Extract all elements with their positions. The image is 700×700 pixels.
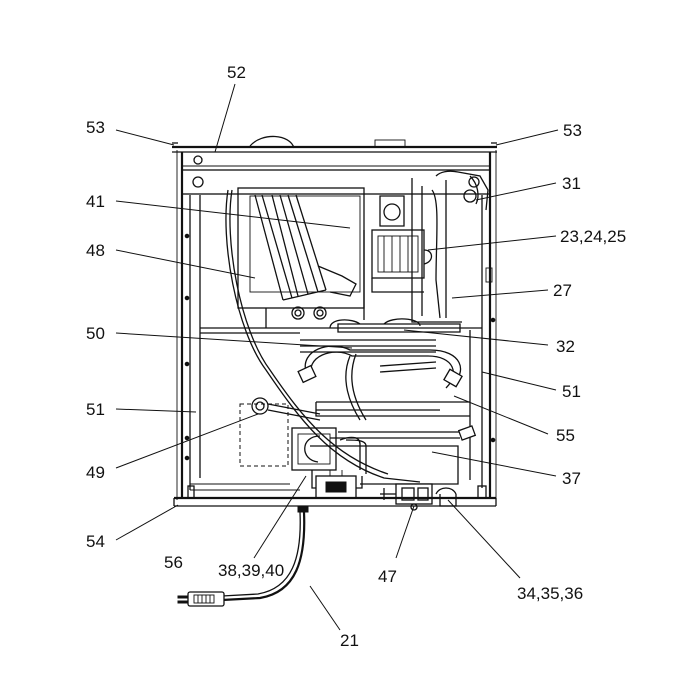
left-side-panel	[176, 150, 201, 500]
callout-47: 47	[378, 567, 397, 586]
callout-38-39-40: 38,39,40	[218, 561, 285, 580]
dashed-module	[239, 397, 321, 467]
callout-51-right: 51	[562, 382, 581, 401]
callout-23-24-25: 23,24,25	[560, 227, 627, 246]
callout-21: 21	[340, 631, 359, 650]
callout-52: 52	[227, 63, 246, 82]
callout-50: 50	[86, 324, 105, 343]
blower-assembly	[371, 170, 489, 323]
right-side-panel	[469, 150, 497, 500]
leader-lines	[115, 83, 559, 631]
callout-55: 55	[556, 426, 575, 445]
upper-housing	[237, 187, 365, 328]
top-rail	[172, 139, 497, 195]
callout-32: 32	[556, 337, 575, 356]
callout-37: 37	[562, 469, 581, 488]
callout-49: 49	[86, 463, 105, 482]
callout-54: 54	[86, 532, 105, 551]
callout-27: 27	[553, 281, 572, 300]
callout-56: 56	[164, 553, 183, 572]
callout-53-left: 53	[86, 118, 105, 137]
cold-plate	[300, 318, 461, 353]
callout-53-right: 53	[563, 121, 582, 140]
tubing	[297, 345, 470, 421]
callout-48: 48	[86, 241, 105, 260]
power-cord-external	[177, 511, 306, 607]
base-rail	[173, 483, 497, 513]
power-cord-route	[225, 135, 421, 483]
callout-34-35-36: 34,35,36	[517, 584, 584, 603]
callout-41: 41	[86, 192, 105, 211]
callout-31: 31	[562, 174, 581, 193]
callout-51-left: 51	[86, 400, 105, 419]
